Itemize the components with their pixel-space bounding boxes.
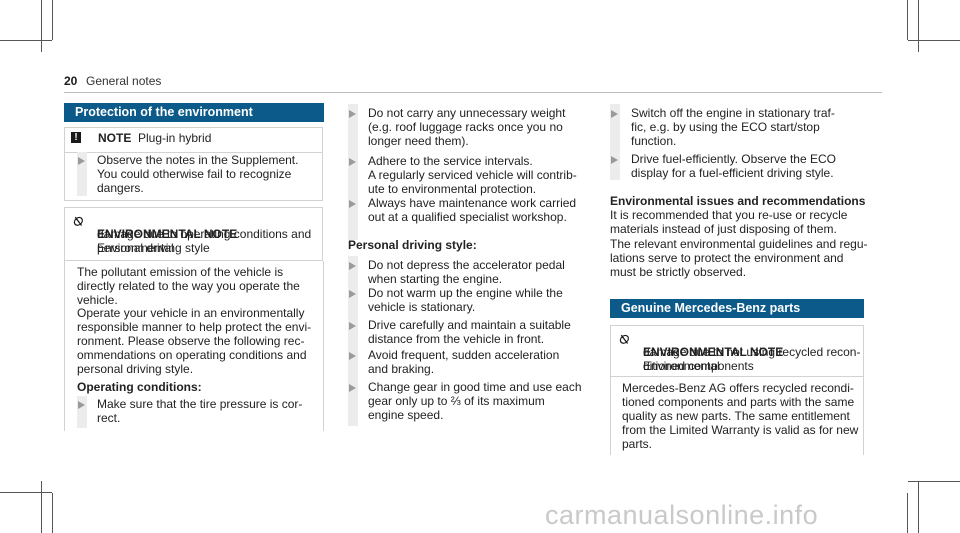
bullet-switch-off-engine: Switch off the engine in stationary traf… (631, 106, 835, 148)
crop-mark (907, 0, 908, 40)
paragraph-operate-vehicle: Operate your vehicle in an environmental… (77, 306, 312, 376)
env-note-box (610, 325, 864, 377)
header-rule (64, 92, 882, 93)
section-heading-environment: Protection of the environment (64, 103, 324, 122)
env-note-line1: ENVIRONMENTAL NOTE Environmental (643, 331, 783, 373)
bullet-arrow-icon (349, 200, 356, 208)
bullet-drive-carefully: Drive carefully and maintain a suitable … (368, 318, 571, 346)
bullet-bar (348, 104, 358, 240)
bullet-change-gear: Change gear in good time and use each ge… (368, 380, 582, 422)
env-note-label: ENVIRONMENTAL NOTE (643, 345, 784, 359)
crop-mark (908, 481, 960, 482)
bullet-arrow-icon (349, 352, 356, 360)
env-note-text-1: Environmental (643, 359, 720, 373)
column-rule (610, 377, 611, 455)
env-note-text-2: damage due to operating conditions and p… (97, 227, 312, 255)
paragraph-guidelines: The relevant environmental guidelines an… (610, 237, 868, 279)
bullet-arrow-icon (349, 384, 356, 392)
bullet-observe-supplement: Observe the notes in the Supplement. You… (97, 153, 299, 195)
page-number: 20 (64, 74, 78, 88)
note-box-plugin-hybrid (64, 127, 323, 201)
bullet-arrow-icon (78, 157, 85, 165)
subheading-operating-conditions: Operating conditions: (77, 380, 202, 394)
paragraph-reuse-recycle: It is recommended that you re-use or rec… (610, 208, 848, 236)
bullet-arrow-icon (349, 262, 356, 270)
bullet-arrow-icon (611, 110, 618, 118)
bullet-service-intervals: Adhere to the service intervals. A regul… (368, 154, 577, 196)
environment-leaf-icon: ⍉ (73, 213, 82, 229)
bullet-bar (610, 104, 620, 180)
environment-leaf-icon: ⍉ (619, 331, 628, 347)
env-note-text-1: Environmental (97, 241, 174, 255)
bullet-arrow-icon (349, 158, 356, 166)
crop-mark (41, 0, 42, 52)
warning-icon: ! (71, 132, 81, 143)
env-note-line1: ENVIRONMENTAL NOTE Environmental (97, 213, 237, 255)
bullet-arrow-icon (349, 322, 356, 330)
bullet-drive-fuel-efficiently: Drive fuel-efficiently. Observe the ECO … (631, 152, 836, 180)
bullet-tire-pressure: Make sure that the tire pressure is cor-… (97, 397, 303, 425)
column-rule (863, 377, 864, 455)
bullet-accelerator-pedal: Do not depress the accelerator pedal whe… (368, 258, 565, 286)
bullet-bar (348, 256, 358, 426)
column-rule (323, 261, 324, 431)
bullet-arrow-icon (611, 156, 618, 164)
crop-mark (918, 0, 919, 52)
bullet-bar (77, 396, 87, 428)
crop-mark (908, 40, 960, 41)
bullet-warm-up-engine: Do not warm up the engine while the vehi… (368, 286, 563, 314)
bullet-avoid-acceleration: Avoid frequent, sudden acceleration and … (368, 348, 560, 376)
crop-mark (0, 40, 52, 41)
subheading-personal-driving-style: Personal driving style: (348, 238, 477, 252)
paragraph-recycled-components: Mercedes-Benz AG offers recycled recondi… (622, 381, 859, 451)
bullet-arrow-icon (349, 290, 356, 298)
crop-mark (907, 493, 908, 533)
crop-mark (0, 492, 52, 493)
env-note-box (64, 207, 323, 261)
crop-mark (918, 481, 919, 533)
crop-mark (52, 493, 53, 533)
env-note-label: ENVIRONMENTAL NOTE (97, 227, 238, 241)
subheading-environmental-issues: Environmental issues and recommendations (610, 194, 866, 208)
paragraph-pollutant-emission: The pollutant emission of the vehicle is… (77, 265, 300, 307)
crop-mark (52, 0, 53, 40)
column-rule (64, 261, 65, 431)
env-note-text-2: damage due to not using recycled recon- … (643, 345, 861, 373)
bullet-arrow-icon (349, 110, 356, 118)
note-label: NOTE (98, 131, 132, 145)
note-text: Plug-in hybrid (138, 131, 212, 145)
bullet-arrow-icon (78, 401, 85, 409)
page-header-title: General notes (86, 74, 162, 88)
watermark: carmanualsonline.info (545, 500, 819, 530)
bullet-maintenance-work: Always have maintenance work carried out… (368, 196, 577, 224)
bullet-unnecessary-weight: Do not carry any unnecessary weight (e.g… (368, 106, 566, 148)
crop-mark (41, 481, 42, 533)
section-heading-genuine-parts: Genuine Mercedes-Benz parts (610, 299, 864, 318)
bullet-bar (77, 152, 87, 196)
